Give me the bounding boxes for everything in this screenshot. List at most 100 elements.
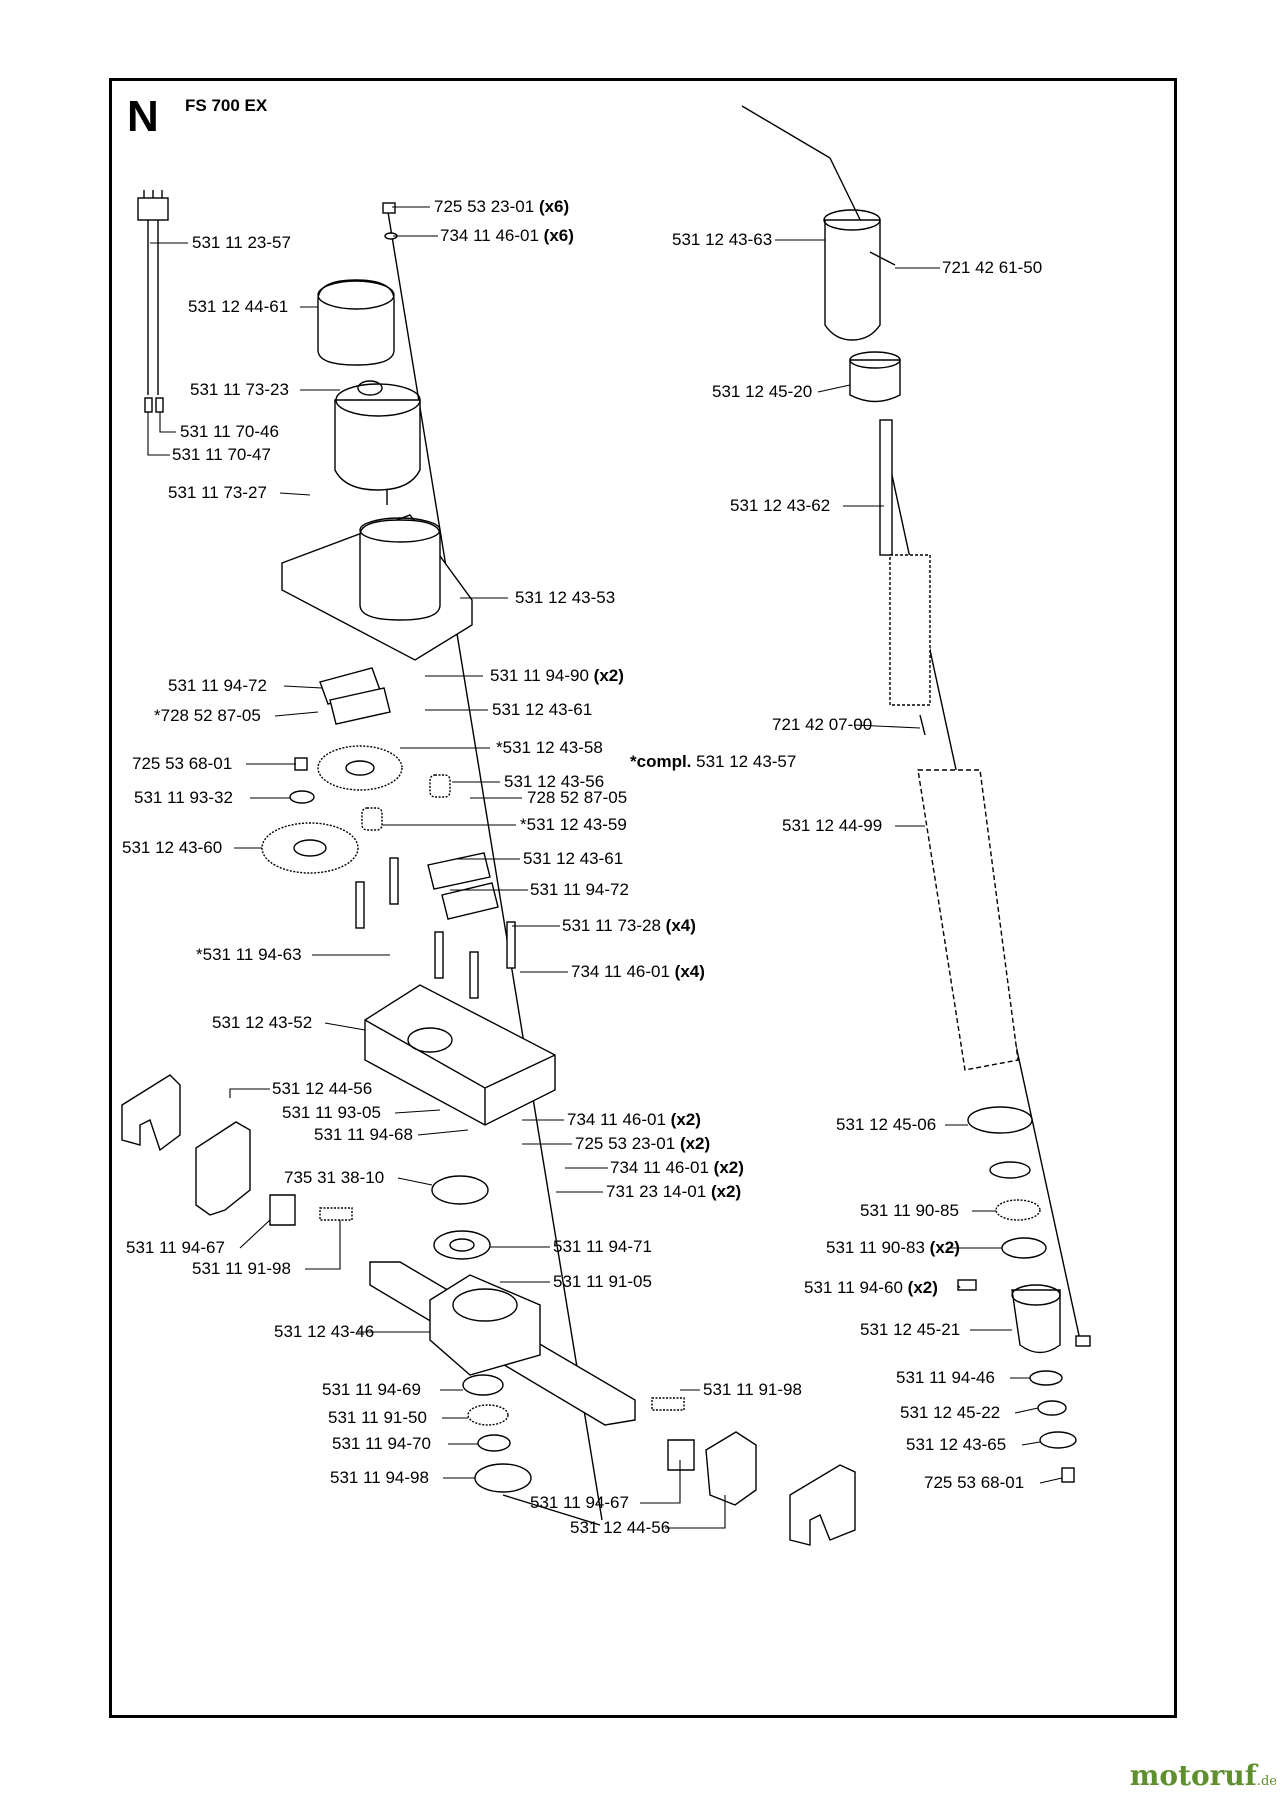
- part-label: 531 11 94-72: [530, 880, 629, 899]
- spindle: [879, 419, 931, 706]
- part-label: 531 11 90-85: [860, 1201, 959, 1220]
- spring: [917, 769, 1019, 1071]
- spacer: [434, 931, 444, 979]
- bushing-top: [849, 351, 901, 403]
- part-label: *531 11 94-63: [196, 945, 302, 964]
- part-label: 531 11 90-83 (x2): [826, 1238, 960, 1257]
- section-letter: N: [127, 92, 159, 141]
- spacer: [469, 951, 479, 999]
- part-label: 531 12 44-99: [782, 816, 883, 835]
- part-label: 531 11 73-28 (x4): [562, 916, 696, 935]
- brand-watermark: motoruf.de: [1129, 1759, 1277, 1792]
- part-label: 531 12 43-52: [212, 1013, 313, 1032]
- model-title: FS 700 EX: [185, 96, 268, 115]
- part-label: 531 11 93-32: [134, 788, 233, 807]
- part-label: 725 53 23-01 (x2): [575, 1134, 711, 1153]
- part-label: 531 12 44-56: [570, 1518, 671, 1537]
- part-label: *531 12 43-59: [520, 815, 627, 834]
- part-label: *531 12 43-58: [496, 738, 603, 757]
- motor-cover: [317, 279, 395, 366]
- part-label: 725 53 68-01: [132, 754, 233, 773]
- part-label: 725 53 68-01: [924, 1473, 1025, 1492]
- flange-lower: [427, 852, 491, 890]
- washer: [1037, 1400, 1067, 1416]
- part-label: 721 42 61-50: [942, 258, 1043, 277]
- pinion-upper: [429, 774, 451, 798]
- bracket-inner-right: [705, 1431, 757, 1506]
- washer: [477, 1434, 511, 1452]
- part-label: 531 12 43-53: [515, 588, 616, 607]
- washer: [467, 1404, 509, 1426]
- spacer: [355, 881, 365, 929]
- part-label: 531 11 94-71: [553, 1237, 652, 1256]
- part-label: 734 11 46-01 (x6): [440, 226, 574, 245]
- pin-small: [919, 714, 926, 736]
- bearing: [433, 1230, 491, 1260]
- part-label: 735 31 38-10: [284, 1168, 385, 1187]
- part-label: 721 42 07-00: [772, 715, 873, 734]
- part-label: 531 12 45-06: [836, 1115, 937, 1134]
- washer: [289, 790, 315, 804]
- part-label: 531 12 43-62: [730, 496, 831, 515]
- part-label: 531 12 43-60: [122, 838, 223, 857]
- part-label: 531 12 43-61: [523, 849, 624, 868]
- part-label: 531 11 94-69: [322, 1380, 421, 1399]
- part-label: 531 11 94-70: [332, 1434, 431, 1453]
- part-label: 531 11 94-46: [896, 1368, 995, 1387]
- set-screw: [957, 1279, 977, 1291]
- part-label: 531 12 45-22: [900, 1403, 1001, 1422]
- washer: [1029, 1370, 1063, 1386]
- part-label: 531 12 45-20: [712, 382, 813, 401]
- part-label: 531 11 94-90 (x2): [490, 666, 624, 685]
- part-label: 531 11 70-47: [172, 445, 271, 464]
- part-label: 725 53 23-01 (x6): [434, 197, 570, 216]
- part-label: 531 12 43-56: [504, 772, 605, 791]
- bracket-right: [789, 1464, 856, 1546]
- cap: [1039, 1431, 1077, 1449]
- part-label: 731 23 14-01 (x2): [606, 1182, 742, 1201]
- seal: [474, 1463, 532, 1493]
- part-label: 531 11 94-72: [168, 676, 267, 695]
- part-label: 531 11 91-98: [192, 1259, 291, 1278]
- part-label: 531 11 94-67: [530, 1493, 629, 1512]
- part-label: 734 11 46-01 (x4): [571, 962, 705, 981]
- gear-large-lower: [261, 822, 359, 874]
- part-label: 734 11 46-01 (x2): [610, 1158, 744, 1177]
- pivot-block: [1011, 1284, 1061, 1354]
- washer: [989, 1161, 1031, 1179]
- bushing-right: [667, 1439, 695, 1471]
- bracket-inner-left: [195, 1121, 251, 1216]
- part-label: 531 12 43-46: [274, 1322, 375, 1341]
- gasket-upper: [329, 687, 391, 725]
- part-label: 531 12 43-65: [906, 1435, 1007, 1454]
- bushing-left: [269, 1194, 296, 1226]
- part-label: 531 12 45-21: [860, 1320, 961, 1339]
- pinion-lower: [361, 807, 383, 831]
- gearbox-housing: [364, 984, 556, 1126]
- motor: [334, 380, 421, 505]
- part-label: 531 11 73-23: [190, 380, 289, 399]
- part-label: 531 11 94-67: [126, 1238, 225, 1257]
- bracket-left: [121, 1074, 181, 1152]
- upper-tube: [823, 209, 881, 341]
- part-label: *728 52 87-05: [154, 706, 261, 725]
- gear-large-upper: [317, 745, 403, 791]
- part-label: 531 12 44-56: [272, 1079, 373, 1098]
- part-label: 531 12 43-61: [492, 700, 593, 719]
- part-label: 531 11 91-50: [328, 1408, 427, 1427]
- spring-seat: [967, 1106, 1033, 1134]
- screw-head: [294, 757, 308, 771]
- part-label: 531 11 73-27: [168, 483, 267, 502]
- bolt-left: [319, 1207, 353, 1221]
- connector-plug: [137, 190, 169, 413]
- set-screw: [1075, 1335, 1091, 1347]
- spacer: [389, 857, 399, 905]
- screw: [1061, 1467, 1075, 1483]
- part-label: 531 11 70-46: [180, 422, 279, 441]
- pin: [869, 251, 896, 266]
- part-label: 531 11 94-68: [314, 1125, 413, 1144]
- spacer: [506, 921, 516, 969]
- part-label: 531 11 94-98: [330, 1468, 429, 1487]
- part-label: 531 12 44-61: [188, 297, 289, 316]
